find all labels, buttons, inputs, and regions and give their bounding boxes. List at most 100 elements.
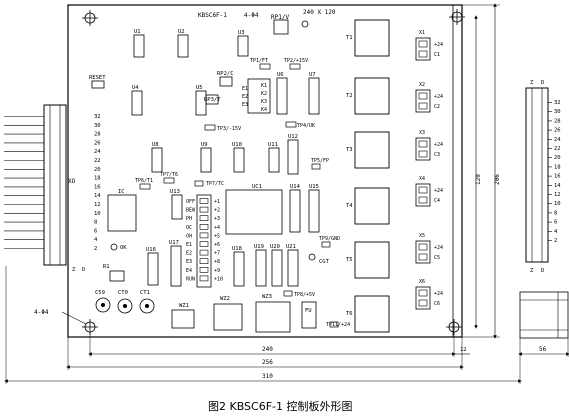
chip-ic-label: IC: [118, 189, 125, 195]
left-connector-body: [43, 104, 67, 266]
transformer: [354, 187, 390, 225]
chip-u9: [200, 147, 212, 173]
chip-u8: [151, 147, 163, 173]
right-connector-z-top: Z: [530, 80, 534, 86]
rp2-resistor: [219, 76, 233, 87]
right-pin-number: 22: [554, 146, 561, 152]
chip-u12-label: U12: [288, 134, 298, 140]
relay-plug-label: X2: [419, 82, 425, 88]
reset-label: RESET: [89, 75, 106, 81]
tp4-testpoint: [285, 121, 297, 128]
relay-pin: [418, 299, 428, 307]
right-pin-number: 20: [554, 155, 561, 161]
mount-hole-label-top: 4-Φ4: [244, 12, 259, 19]
ct0-label: CT0: [118, 290, 128, 296]
chip-u10-label: U10: [232, 142, 242, 148]
left-pin-number: 4: [94, 237, 98, 243]
right-pin-number: 4: [554, 229, 558, 235]
left-connector-z: Z: [72, 267, 76, 273]
right-pin-number: 24: [554, 137, 561, 143]
dim-120-label: 120: [475, 174, 482, 185]
ok-led: [110, 243, 118, 251]
reset-button: [91, 80, 105, 89]
relay-plug: [415, 286, 431, 310]
relay-plug: [415, 37, 431, 61]
switch-number: +1: [214, 199, 220, 205]
chip-u17: [170, 245, 182, 287]
switch-toggle: [199, 215, 209, 221]
relay-pin: [418, 289, 428, 297]
relay-plug-label: X1: [419, 30, 425, 36]
dim-310-label: 310: [262, 373, 273, 380]
tp9-testpoint: [321, 241, 331, 248]
switch-toggle: [199, 232, 209, 239]
transformer-label: T5: [346, 257, 353, 263]
switch-number: +2: [214, 208, 220, 214]
relay-pin: [418, 140, 428, 148]
wz2-regulator: [213, 303, 243, 331]
switch-toggle: [199, 198, 209, 204]
switch-number: +10: [214, 276, 223, 282]
right-connector-z-bottom: Z: [530, 268, 534, 274]
switch-rows: OFF+1BEW+2PH+3OC+4OH+5E1+6E2+7E3+8E4+9RU…: [186, 198, 223, 282]
tp11-testpoint: [329, 321, 339, 328]
relay-voltage: +24: [434, 42, 443, 48]
chip-u6-label: U6: [277, 72, 284, 78]
mounting-hole: [82, 10, 98, 26]
relay-plug: [415, 137, 431, 161]
relay-block: [247, 78, 271, 114]
transformer-label: T1: [346, 35, 353, 41]
switch-toggle: [199, 275, 209, 282]
chip-u8-label: U8: [152, 142, 159, 148]
rp1-resistor: [273, 19, 289, 35]
left-pin-number: 26: [94, 140, 101, 146]
chip-u12: [287, 139, 299, 175]
chip-uc1: [225, 189, 283, 235]
relay-output-label: C3: [434, 152, 440, 158]
relay-voltage: +24: [434, 245, 443, 251]
switch-number: +3: [214, 216, 220, 222]
chip-u21: [287, 249, 299, 287]
ct1-capacitor: [139, 298, 155, 314]
left-connector-label: XO: [68, 178, 76, 185]
dim-256-label: 256: [262, 359, 273, 366]
chip-u16-label: U16: [146, 247, 156, 253]
switch-toggle: [199, 266, 209, 273]
left-connector-d: D: [82, 267, 85, 273]
relay-output-label: C5: [434, 255, 440, 261]
tp10-label: TP8/+5V: [294, 292, 315, 298]
left-pin-number: 10: [94, 211, 101, 217]
tp3-label: TP3/-15V: [217, 126, 241, 132]
cgt-led: [308, 253, 316, 261]
relay-output-label: C6: [434, 301, 440, 307]
relay-pin: [418, 92, 428, 100]
switch-toggle: [199, 258, 209, 265]
relay-pin: [418, 50, 428, 58]
switch-label: OC: [186, 225, 192, 231]
switch-toggle: [199, 249, 209, 256]
k4-label: K4: [261, 107, 267, 113]
left-pin-number: 18: [94, 176, 101, 182]
wz1-label: WZ1: [179, 303, 189, 309]
right-pin-number: 26: [554, 128, 561, 134]
switch-number: +5: [214, 233, 220, 239]
left-connector-inner: [49, 104, 61, 266]
tp2-label: TP2/+15V: [284, 58, 308, 64]
right-connector-d-top: D: [541, 80, 544, 86]
rp1-label: RP1/V: [271, 14, 289, 21]
switch-label: E3: [186, 259, 192, 265]
relay-pin: [418, 186, 428, 194]
dim-240-label: 240: [262, 346, 273, 353]
transformer: [354, 77, 390, 115]
tp5-testpoint: [311, 163, 321, 170]
relay-plug-label: X4: [419, 176, 425, 182]
board-outline: [67, 4, 463, 338]
display-size-label: 240 X 120: [303, 9, 336, 16]
switch-label: OFF: [186, 199, 195, 205]
switch-label: E4: [186, 268, 192, 274]
relay-output-label: C4: [434, 198, 440, 204]
tp6-testpoint: [139, 183, 151, 190]
k3-label: K3: [261, 99, 267, 105]
